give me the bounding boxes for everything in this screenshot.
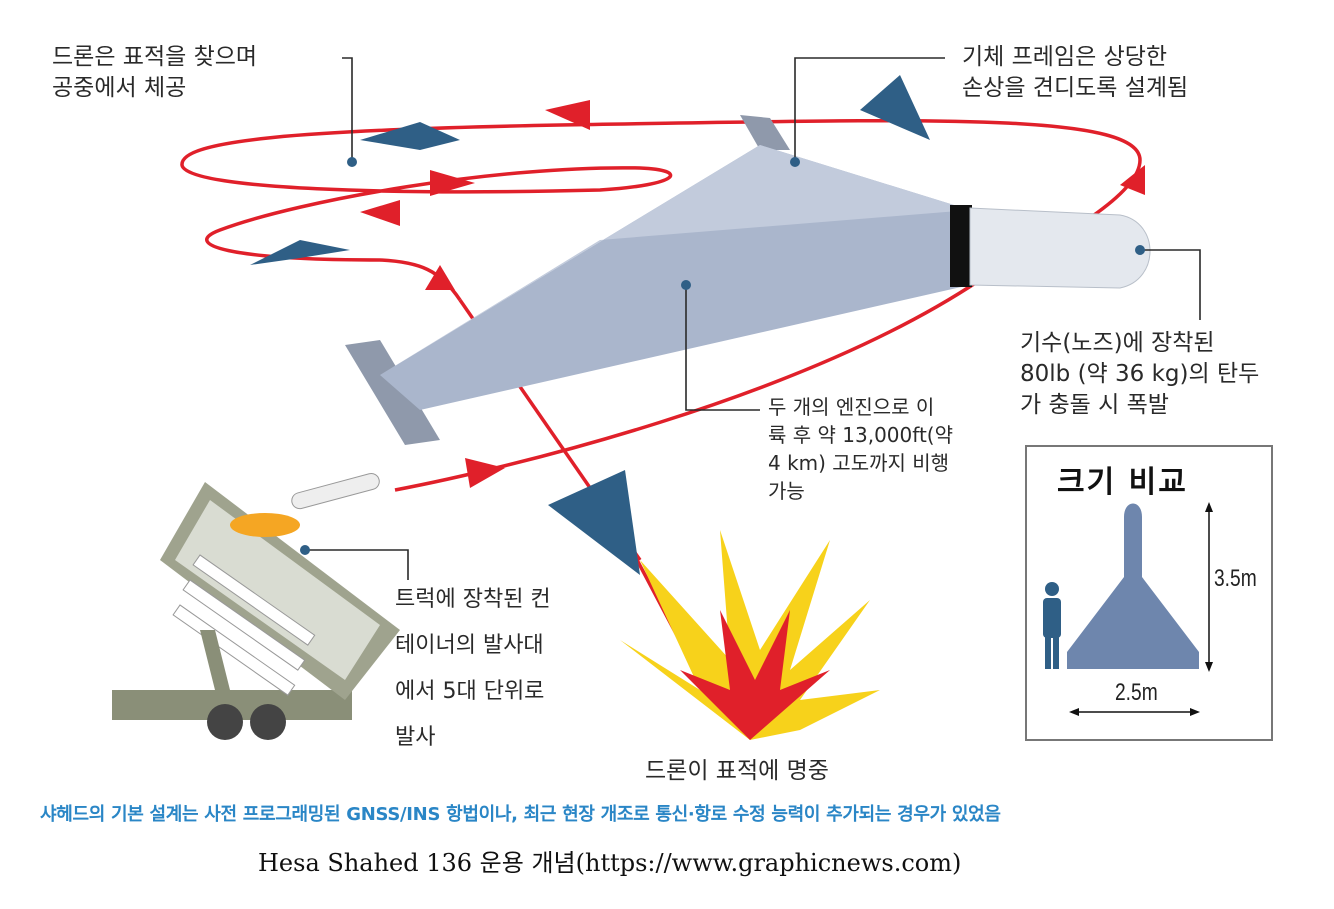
label-line: 테이너의 발사대 — [395, 633, 544, 658]
shahed-drone-illustration — [345, 115, 1151, 445]
label-line: 기수(노즈)에 장착된 — [1020, 330, 1215, 356]
airframe-label: 기체 프레임은 상당한 손상을 견디도록 설계됨 — [962, 42, 1188, 104]
warhead-label: 기수(노즈)에 장착된 80lb (약 36 kg)의 탄두 가 충돌 시 폭발 — [1020, 328, 1259, 421]
label-line: 에서 5대 단위로 — [395, 679, 545, 704]
launcher-truck-illustration — [112, 473, 400, 740]
explosion-illustration — [620, 530, 880, 740]
impact-label: 드론이 표적에 명중 — [645, 758, 829, 784]
label-line: 가능 — [768, 479, 805, 503]
size-comparison-graphic — [1043, 502, 1213, 716]
label-line: 기체 프레임은 상당한 — [962, 44, 1168, 70]
label-line: 손상을 견디도록 설계됨 — [962, 75, 1189, 101]
label-line: 가 충돌 시 폭발 — [1020, 392, 1169, 418]
label-line: 트럭에 장착된 컨 — [395, 587, 551, 612]
callout-dots — [300, 157, 1145, 555]
drone-silhouette-icon — [1067, 503, 1199, 669]
label-line: 80lb (약 36 kg)의 탄두 — [1020, 361, 1260, 387]
label-line: 륙 후 약 13,000ft(약 — [768, 423, 953, 447]
size-comparison-panel: 크기 비교 3.5m 2.5m — [1025, 445, 1273, 741]
loiter-label: 드론은 표적을 찾으며 공중에서 체공 — [52, 42, 257, 104]
caption: 샤헤드의 기본 설계는 사전 프로그래밍된 GNSS/INS 항법이나, 최근 … — [40, 804, 1001, 825]
dimension-lines — [1072, 507, 1210, 713]
person-silhouette-icon — [1043, 582, 1061, 669]
size-comparison-title: 크기 비교 — [1057, 465, 1188, 500]
figure-credit: Hesa Shahed 136 운용 개념(https://www.graphi… — [258, 849, 962, 877]
callout-lines — [305, 57, 1201, 580]
launcher-label: 트럭에 장착된 컨 테이너의 발사대 에서 5대 단위로 발사 — [395, 577, 551, 761]
loitering-drone-icon — [250, 75, 930, 575]
label-line: 4 km) 고도까지 비행 — [768, 451, 950, 475]
path-arrows — [360, 100, 1145, 488]
label-line: 두 개의 엔진으로 이 — [768, 395, 935, 419]
wingspan-dimension: 2.5m — [1115, 679, 1158, 706]
label-line: 드론은 표적을 찾으며 — [52, 44, 258, 70]
label-line: 발사 — [395, 725, 436, 750]
label-line: 공중에서 체공 — [52, 75, 187, 101]
length-dimension: 3.5m — [1214, 565, 1257, 592]
engine-label: 두 개의 엔진으로 이 륙 후 약 13,000ft(약 4 km) 고도까지 … — [768, 393, 953, 505]
